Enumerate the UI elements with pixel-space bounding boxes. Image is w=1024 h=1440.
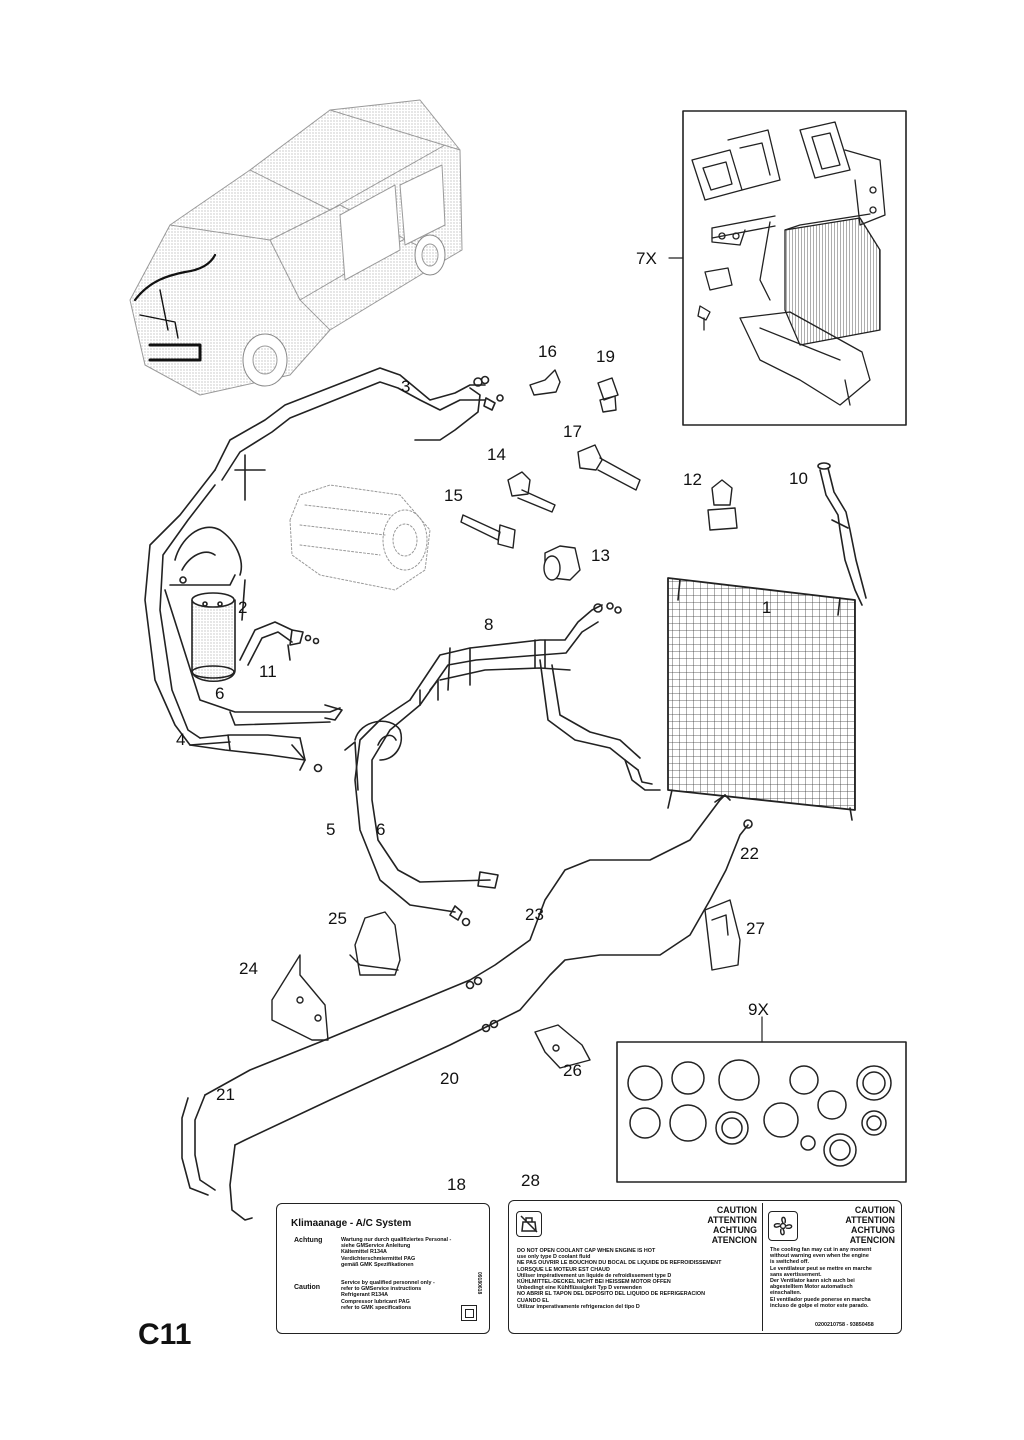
label28-divider [762,1203,764,1331]
callout-12: 12 [683,470,702,489]
callout-8: 8 [484,615,494,634]
callout-14: 14 [487,445,506,464]
leader-lines [668,257,763,1043]
vehicle-ac-highlight [133,253,217,362]
coolant-warning-label-28: CAUTION ATTENTION ACHTUNG ATENCION CAUTI… [508,1200,902,1334]
callout-10: 10 [789,469,808,488]
callout-11: 11 [259,662,277,681]
callout-6a: 6 [215,684,225,703]
callout-19: 19 [596,347,615,366]
callout-4: 4 [176,730,186,749]
label28-caution-right: CAUTION ATTENTION ACHTUNG ATENCION [845,1205,895,1245]
dryer-line-10 [817,462,867,606]
callout-21: 21 [216,1085,235,1104]
ac-system-label-18: Klimaanage - A/C System Achtung Wartung … [276,1203,490,1334]
small-hardware [271,369,741,1069]
evaporator-parts [691,121,886,406]
callout-28: 28 [521,1171,540,1190]
compressor-ghost [289,484,431,591]
callout-5: 5 [326,820,336,839]
seal-kit-box [616,1041,907,1183]
callout-20: 20 [440,1069,459,1088]
label18-box-icon [461,1305,477,1321]
label18-achtung: Achtung [294,1237,323,1244]
callout-7x: 7X [636,249,657,268]
callout-22: 22 [740,844,759,863]
vehicle-outline [129,99,463,396]
callout-15: 15 [444,486,463,505]
callout-27: 27 [746,919,765,938]
label28-caution-left: CAUTION ATTENTION ACHTUNG ATENCION [707,1205,757,1245]
callout-26: 26 [563,1061,582,1080]
callout-16: 16 [538,342,557,361]
callout-3: 3 [401,377,411,396]
callout-2: 2 [238,598,248,617]
label18-title: Klimaanage - A/C System [291,1218,412,1229]
hose-lines [144,367,753,1221]
label28-fan-text: The cooling fan may cut in any moment wi… [770,1247,872,1309]
callout-6b: 6 [376,820,386,839]
seal-rings [627,1059,892,1167]
label18-achtung-text: Wartung nur durch qualifiziertes Persona… [341,1237,452,1268]
callout-9x: 9X [748,1000,769,1019]
label28-code: 0200210758 - 93850458 [815,1322,874,1328]
callout-18: 18 [447,1175,466,1194]
label18-caution: Caution [294,1284,321,1291]
page-code: C11 [138,1318,192,1351]
callout-25: 25 [328,909,347,928]
label18-caution-text: Service by qualified personnel only - re… [341,1280,435,1311]
callout-24: 24 [239,959,258,978]
coolant-cap-icon [516,1211,542,1237]
evaporator-assembly-box [682,110,907,426]
callout-17: 17 [563,422,582,441]
callout-23: 23 [525,905,544,924]
callout-13: 13 [591,546,610,565]
cooling-fan-icon [768,1211,798,1241]
label28-coolant-text: DO NOT OPEN COOLANT CAP WHEN ENGINE IS H… [517,1248,722,1310]
condenser [667,577,856,821]
callout-1: 1 [762,598,772,617]
label18-code: 09180618 [476,1272,482,1295]
